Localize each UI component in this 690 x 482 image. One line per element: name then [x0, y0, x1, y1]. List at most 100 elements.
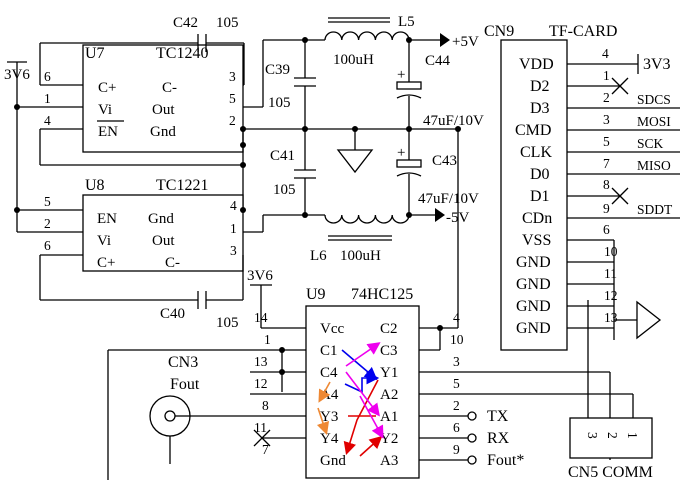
u9-pin-num-4: 4 [453, 310, 460, 325]
u8-part: TC1221 [156, 177, 208, 194]
c44-value: 47uF/10V [423, 113, 484, 129]
cn5-pin-1: 1 [625, 432, 640, 439]
cn5-body [569, 417, 653, 459]
u9-pin-vcc: Vcc [320, 321, 344, 337]
cn9-tf-card: CN9 TF-CARD VDD D2 D3 CMD CLK D0 D1 CDn … [484, 23, 617, 351]
u8-pin-en: EN [97, 211, 117, 227]
junction [279, 369, 285, 375]
tf-pin-d0: D0 [530, 166, 550, 183]
u7-pin-cminus: C- [162, 80, 177, 96]
ground-icon [336, 149, 374, 174]
arrow-magenta-y2 [359, 395, 384, 439]
cn5-pin-2: 2 [605, 432, 620, 439]
u7-pin-num-3: 3 [229, 69, 236, 84]
fout-star-terminal[interactable] [467, 455, 477, 465]
supply-3v3-label: 3V3 [643, 56, 671, 73]
u9-pin-gnd: Gnd [320, 453, 346, 469]
arrow-red-y1 [343, 379, 379, 456]
rx-terminal[interactable] [467, 433, 477, 443]
tf-card-title: TF-CARD [549, 23, 617, 40]
arrow-blue-y1 [344, 371, 380, 394]
c44-plus-sign: + [397, 67, 405, 83]
arrow-orange-y4 [316, 407, 330, 436]
tf-pin-num-10: 10 [604, 244, 618, 259]
plus5v-arrow-icon [440, 33, 450, 47]
l6-ref: L6 [310, 248, 327, 264]
u7-ref: U7 [85, 45, 105, 62]
u9-pin-num-3: 3 [453, 354, 460, 369]
u8-pin-num-5: 5 [44, 194, 51, 209]
u7-body [82, 44, 244, 153]
tf-pin-num-13: 13 [604, 310, 618, 325]
u9-pin-a3: A3 [380, 453, 398, 469]
nc-cross [611, 187, 629, 205]
cn5-comm-connector: 3 2 1 CN5 COMM [568, 417, 653, 481]
l5-inductor: L5 100uH [324, 14, 415, 68]
c40-value: 105 [216, 315, 239, 331]
u7-pin-num-5: 5 [229, 91, 236, 106]
c42-ref: C42 [173, 15, 198, 31]
u7-pin-cplus: C+ [98, 80, 116, 96]
nc-cross [611, 77, 629, 95]
u9-pin-num-5: 5 [453, 376, 460, 391]
u9-pin-num-9: 9 [453, 442, 460, 457]
rx-label: RX [487, 430, 510, 447]
u8-pin-num-4: 4 [230, 198, 237, 213]
c43-value: 47uF/10V [418, 191, 479, 207]
c39-value: 105 [268, 95, 291, 111]
tf-pin-num-4: 4 [602, 46, 609, 61]
u9-pin-c1: C1 [320, 343, 338, 359]
tf-pin-num-6: 6 [603, 222, 610, 237]
u7-pin-num-1: 1 [44, 91, 51, 106]
tf-pin-cdn: CDn [522, 210, 552, 227]
c43-plate-negative [396, 172, 422, 177]
tf-pin-num-1: 1 [603, 68, 610, 83]
u9-pin-c3: C3 [380, 343, 398, 359]
junction [240, 142, 246, 148]
u9-ref: U9 [306, 286, 326, 303]
l5-coil [324, 31, 410, 41]
c44-plate-negative [396, 94, 422, 99]
c43-plus-sign: + [397, 145, 405, 161]
tf-pin-d2: D2 [530, 78, 550, 95]
supply-3v6-left: 3V6 [4, 61, 83, 233]
u8-pin-num-2: 2 [44, 216, 51, 231]
supply-3v6-u9-label: 3V6 [247, 268, 273, 284]
l6-coil [324, 214, 410, 224]
l6-value: 100uH [340, 248, 381, 264]
junction [406, 37, 412, 43]
c43-ref: C43 [432, 153, 457, 169]
u9-pin-y1: Y1 [380, 365, 398, 381]
c44-plate-positive [396, 81, 422, 90]
u8-pin-vi: Vi [97, 233, 111, 249]
cn3-ref: CN3 [168, 354, 198, 371]
tf-pin-gnd-1: GND [516, 254, 551, 271]
u7-pin-vi: Vi [98, 102, 112, 118]
u9-pin-y4: Y4 [320, 431, 339, 447]
net-miso: MISO [637, 158, 671, 173]
c44-ref: C44 [425, 53, 451, 69]
junction [240, 162, 246, 168]
u8-pin-cminus: C- [165, 255, 180, 271]
c40-ref: C40 [160, 306, 185, 322]
arrow-magenta-c4-c3 [345, 342, 381, 367]
tx-label: TX [487, 408, 509, 425]
u9-pin-num-8: 8 [262, 398, 269, 413]
u9-buffer: U9 74HC125 Vcc C1 C4 A4 Y3 Y4 Gnd C2 C3 … [254, 286, 464, 479]
junction [240, 126, 246, 132]
u9-pin-num-13: 13 [254, 354, 268, 369]
fout-star-label: Fout* [487, 452, 524, 469]
u7-pin-num-6: 6 [44, 69, 51, 84]
u9-pin-num-2: 2 [453, 398, 460, 413]
cn5-label: CN5 COMM [568, 464, 653, 481]
signal-arrows [316, 342, 384, 457]
u8-pin-num-1: 1 [230, 221, 237, 236]
u8-pin-num-6: 6 [44, 238, 51, 253]
u7-pin-num-4: 4 [44, 113, 51, 128]
tx-terminal[interactable] [467, 411, 477, 421]
tf-pin-vss: VSS [522, 232, 551, 249]
cn9-ref: CN9 [484, 23, 514, 40]
tf-pin-num-5: 5 [603, 134, 610, 149]
u8-body [82, 194, 244, 272]
tf-pin-gnd-4: GND [516, 320, 551, 337]
